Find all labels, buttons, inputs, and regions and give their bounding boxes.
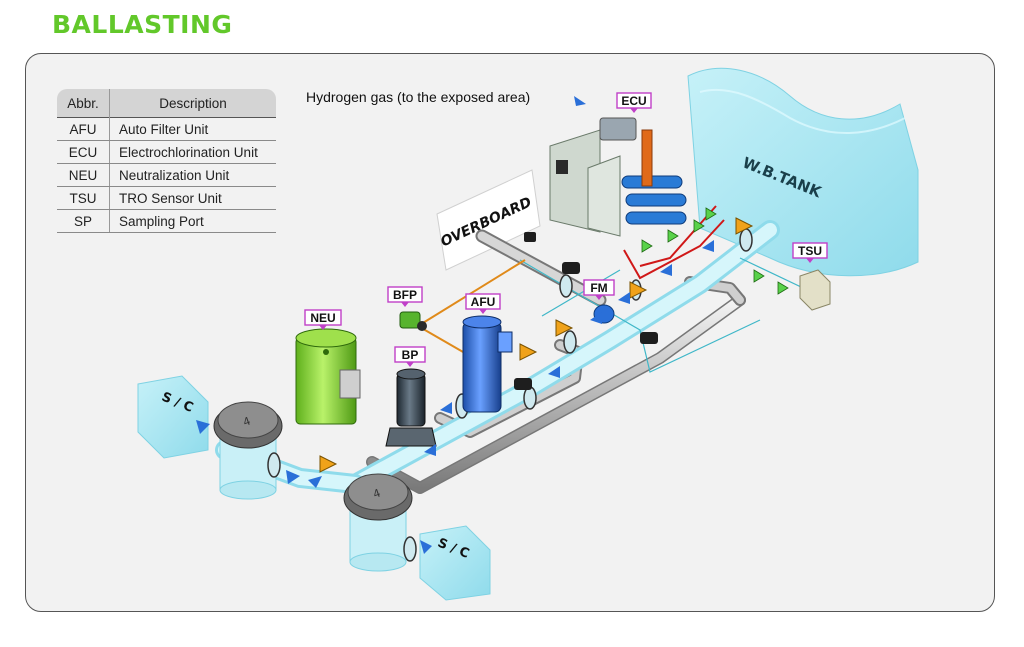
- svg-text:BFP: BFP: [393, 288, 417, 302]
- check-valves: [641, 207, 789, 295]
- table-row: TSU TRO Sensor Unit: [57, 186, 276, 210]
- bp-tag: BP: [394, 346, 426, 367]
- tro-sensor-unit: [799, 269, 831, 311]
- svg-text:AFU: AFU: [471, 295, 496, 309]
- booster-pump: [385, 368, 437, 447]
- sea-chest-right: S / C: [419, 525, 491, 601]
- svg-text:4: 4: [241, 414, 252, 429]
- description-cell: Sampling Port: [109, 209, 276, 233]
- table-header-description: Description: [109, 89, 276, 118]
- abbr-cell: AFU: [57, 117, 110, 141]
- svg-text:BP: BP: [402, 348, 419, 362]
- description-cell: Neutralization Unit: [109, 163, 276, 187]
- abbr-cell: TSU: [57, 186, 110, 210]
- hydrogen-gas-label: Hydrogen gas (to the exposed area): [306, 89, 531, 105]
- electrochlorination-unit: [549, 117, 687, 237]
- table-row: AFU Auto Filter Unit: [57, 117, 276, 141]
- svg-text:FM: FM: [590, 281, 607, 295]
- page-title: BALLASTING: [52, 10, 233, 39]
- actuated-valves: [514, 232, 658, 390]
- description-cell: TRO Sensor Unit: [109, 186, 276, 210]
- abbreviation-table: Abbr. Description AFU Auto Filter Unit E…: [57, 89, 276, 233]
- neutralization-unit: [295, 328, 361, 425]
- svg-text:NEU: NEU: [310, 311, 335, 325]
- main-ballast-line: [215, 220, 780, 494]
- description-cell: Electrochlorination Unit: [109, 140, 276, 164]
- description-cell: Auto Filter Unit: [109, 117, 276, 141]
- tsu-tag: TSU: [792, 242, 828, 263]
- abbr-cell: ECU: [57, 140, 110, 164]
- bfp-tag: BFP: [387, 286, 423, 307]
- abbr-cell: NEU: [57, 163, 110, 187]
- fm-tag: FM: [583, 279, 615, 300]
- svg-text:4: 4: [371, 486, 382, 501]
- control-lines: [417, 205, 725, 357]
- ecu-tag: ECU: [616, 92, 652, 113]
- backflush-pump: [399, 311, 427, 331]
- sea-chest-left: S / C: [137, 375, 209, 459]
- table-row: SP Sampling Port: [57, 209, 276, 233]
- svg-text:TSU: TSU: [798, 244, 822, 258]
- table-header-abbr: Abbr.: [57, 89, 110, 118]
- table-row: ECU Electrochlorination Unit: [57, 140, 276, 164]
- strainer: 4: [213, 401, 283, 500]
- flow-direction-arrows: [196, 96, 714, 554]
- strainer: 4: [343, 473, 413, 572]
- afu-tag: AFU: [465, 293, 501, 314]
- neu-tag: NEU: [304, 309, 342, 330]
- butterfly-valves: [319, 217, 754, 473]
- auto-filter-unit: [462, 315, 513, 413]
- abbr-cell: SP: [57, 209, 110, 233]
- table-row: NEU Neutralization Unit: [57, 163, 276, 187]
- svg-text:ECU: ECU: [621, 94, 646, 108]
